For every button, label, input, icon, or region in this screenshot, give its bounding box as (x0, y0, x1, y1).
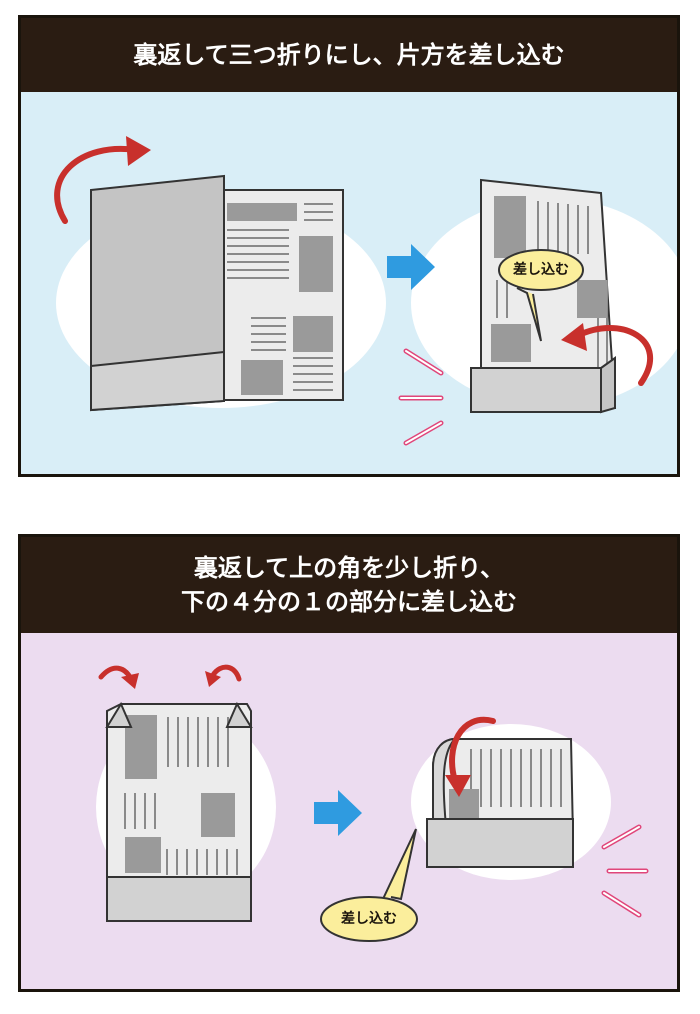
panel-title-line1: 裏返して上の角を少し折り、 (193, 554, 505, 582)
bubble-label: 差し込む (341, 911, 397, 927)
insert-bubble (320, 828, 418, 942)
panel-title-line2: 下の４分の１の部分に差し込む (181, 588, 517, 616)
newspaper-open (90, 174, 344, 412)
trifold-illustration (54, 136, 677, 446)
panel-title: 裏返して上の角を少し折り、 下の４分の１の部分に差し込む (21, 537, 677, 633)
bubble-label: 差し込む (513, 262, 569, 278)
panel-title-text: 裏返して三つ折りにし、片方を差し込む (133, 41, 565, 69)
curved-arrow-icon (98, 665, 139, 689)
bubble-label-text: 差し込む (499, 256, 583, 284)
bubble-label-text: 差し込む (321, 905, 417, 933)
newspaper-corners-folded (105, 701, 253, 922)
curved-arrow-icon (561, 323, 654, 386)
insert-bubble (498, 249, 584, 342)
right-arrow-icon (387, 244, 435, 290)
panel-corner-fold: 裏返して上の角を少し折り、 下の４分の１の部分に差し込む (18, 534, 680, 992)
panel-trifold: 裏返して三つ折りにし、片方を差し込む (18, 15, 680, 477)
curved-arrow-icon (445, 716, 496, 797)
curved-arrow-icon (54, 136, 151, 224)
curved-arrow-icon (205, 664, 242, 687)
newspaper-folded (470, 178, 617, 414)
right-arrow-icon (314, 790, 362, 836)
corner-fold-illustration (96, 664, 649, 942)
panel-title: 裏返して三つ折りにし、片方を差し込む (21, 18, 677, 92)
newspaper-tucked (426, 737, 575, 868)
